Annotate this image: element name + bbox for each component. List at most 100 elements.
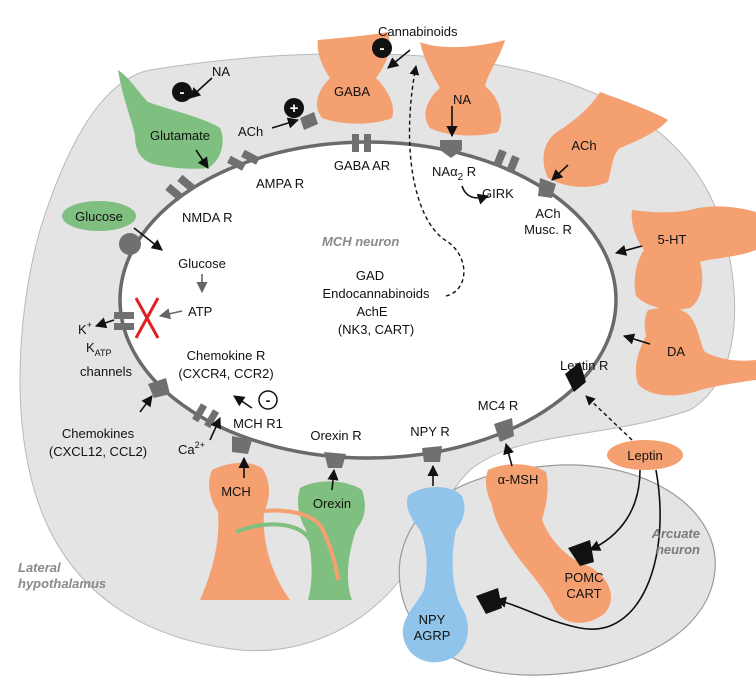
mch-neuron-label: MCH neuron <box>322 234 399 249</box>
lateral-hypothalamus-line2: hypothalamus <box>18 576 106 591</box>
pomc-neuron <box>485 464 611 623</box>
na-a2-suffix: R <box>463 164 476 179</box>
ach-musc-receptor <box>538 178 556 198</box>
katp-label: KATP <box>86 340 112 358</box>
lateral-hypothalamus-line1: Lateral <box>18 560 61 575</box>
katp-k: K <box>78 322 87 337</box>
gaba-label: GABA <box>334 84 370 99</box>
leptin-blob <box>607 440 683 470</box>
gaba-ar-receptor-b <box>364 134 371 152</box>
cart-label: CART <box>566 586 601 601</box>
npy-r-label: NPY R <box>410 424 450 439</box>
arrow-glutamate-to-ampa <box>195 149 209 169</box>
ach-label-right: ACh <box>571 138 596 153</box>
da-neuron <box>635 307 756 396</box>
katp-channel-a <box>114 312 134 319</box>
endocannabinoids-label: Endocannabinoids <box>323 286 430 301</box>
minus-sign-na-glutamate <box>172 82 192 102</box>
arrow-katp-k-out <box>94 317 115 329</box>
ach-musc-line1: ACh <box>535 206 560 221</box>
gaba-ar-receptor-a <box>352 134 359 152</box>
arrow-chemokines-to-r <box>139 395 153 413</box>
glutamate-neuron <box>118 70 223 169</box>
girk-channel-b <box>505 155 520 174</box>
minus-sign-cannabinoids-text: - <box>380 40 385 57</box>
katp-sub: ATP <box>95 348 112 358</box>
5ht-label: 5-HT <box>658 232 687 247</box>
gad-label: GAD <box>356 268 384 283</box>
arrow-da <box>622 333 651 345</box>
chemokine-receptor <box>148 378 170 398</box>
ca-main: Ca <box>178 442 195 457</box>
katp-main: K <box>86 340 95 355</box>
minus-sign-na-glutamate-text: - <box>180 84 185 101</box>
nmda-r-label: NMDA R <box>182 210 233 225</box>
ca-label: Ca2+ <box>178 440 205 457</box>
da-label: DA <box>667 344 685 359</box>
pomc-black-receptor <box>568 540 594 566</box>
leptin-label: Leptin <box>627 448 662 463</box>
na-label-left: NA <box>212 64 230 79</box>
mch-r1-label: MCH R1 <box>233 416 283 431</box>
katp-block-cross-b <box>134 297 160 339</box>
gaba-left-receptor <box>300 112 318 130</box>
plus-sign-ach-gaba <box>284 98 304 118</box>
npy-black-receptor <box>476 588 502 614</box>
glucose-inner-label: Glucose <box>178 256 226 271</box>
glucose-transporter <box>119 233 141 255</box>
arrow-endocannabinoids-to-cannabinoids <box>408 65 465 297</box>
orexin-r-label: Orexin R <box>310 428 361 443</box>
ca-sup: 2+ <box>195 440 205 450</box>
arrow-leptin-to-leptin-r <box>585 395 633 441</box>
arrow-orexin-to-r <box>327 468 339 491</box>
na-a2-receptor <box>440 140 462 158</box>
nmda-receptor-b <box>177 174 196 192</box>
na-a2-sub: 2 <box>458 172 464 183</box>
na-label-top: NA <box>453 92 471 107</box>
na-neuron-top <box>420 40 505 136</box>
mch-r1-receptor <box>232 436 252 454</box>
arrow-mch-r1-inhibit <box>233 395 253 409</box>
arrow-ca-influx <box>209 416 221 441</box>
npy-label: NPY <box>419 612 446 627</box>
mc4-r-label: MC4 R <box>478 398 518 413</box>
katp-channels-label: channels <box>80 364 133 379</box>
glucose-outside-label: Glucose <box>75 209 123 224</box>
chemokine-r-line2: (CXCR4, CCR2) <box>178 366 273 381</box>
glutamate-label: Glutamate <box>150 128 210 143</box>
chemokines-line1: Chemokines <box>62 426 135 441</box>
gaba-neuron <box>316 32 394 124</box>
alpha-msh-label: α-MSH <box>498 472 539 487</box>
arrow-glucose-to-transporter <box>133 227 163 251</box>
ampa-receptor-a <box>227 155 246 171</box>
ach-musc-line2: Musc. R <box>524 222 572 237</box>
orexin-label: Orexin <box>313 496 351 511</box>
katp-kplus: + <box>87 320 92 330</box>
girk-label: GIRK <box>482 186 514 201</box>
ampa-receptor-b <box>241 149 260 165</box>
agrp-label: AGRP <box>414 628 451 643</box>
glucose-blob <box>62 201 136 231</box>
arrow-leptin-to-npy <box>494 469 661 630</box>
na-a2-greek: α <box>450 164 458 179</box>
arrow-ach-to-gaba-receptor <box>271 117 300 129</box>
minus-sign-mch-r1-text: - <box>266 392 271 408</box>
arrow-na-to-glutamate <box>189 77 213 99</box>
arrow-5ht <box>614 244 643 256</box>
nmda-receptor-a <box>165 183 184 201</box>
mc4-receptor <box>494 418 514 442</box>
ache-label: AchE <box>356 304 387 319</box>
arrow-na-a2-to-girk <box>461 185 490 205</box>
arcuate-label-line1: Arcuate <box>651 526 700 541</box>
leptin-receptor <box>565 362 586 392</box>
chemokines-line2: (CXCL12, CCL2) <box>49 444 147 459</box>
minus-sign-cannabinoids <box>372 38 392 58</box>
katp-k-label: K+ <box>78 320 92 337</box>
ca-channel-a <box>192 403 208 423</box>
mch-neuron-bottom <box>200 462 290 600</box>
arrow-cannabinoids-to-gaba <box>387 49 411 69</box>
mch-label: MCH <box>221 484 251 499</box>
arrow-atp-to-katp <box>158 308 183 320</box>
arcuate-label-line2: neuron <box>656 542 700 557</box>
